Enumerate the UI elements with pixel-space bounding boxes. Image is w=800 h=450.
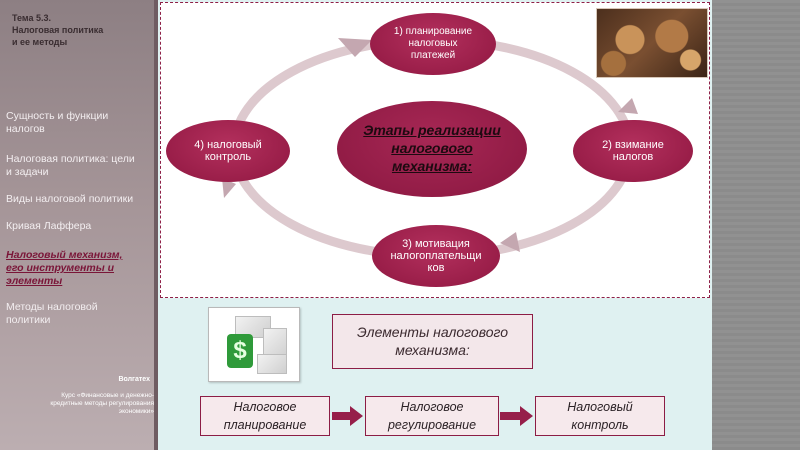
element-label: Налоговое [400, 400, 464, 414]
arrow-head-2 [618, 98, 638, 114]
elements-title-line: механизма: [395, 341, 470, 358]
right-margin [712, 0, 800, 450]
sidebar-item-laffer[interactable]: Кривая Лаффера [6, 220, 154, 233]
element-control: Налоговый контроль [535, 396, 665, 436]
sidebar-item-essence[interactable]: Сущность и функции налогов [6, 110, 154, 136]
nav-label: налогов [6, 123, 45, 135]
nav-label: Сущность и функции [6, 110, 109, 122]
element-label: контроль [571, 418, 629, 432]
topic-title: Тема 5.3. Налоговая политика и ее методы [12, 12, 103, 48]
element-label: Налоговое [233, 400, 297, 414]
cycle-center: Этапы реализации налогового механизма: [337, 101, 527, 197]
coins-photo [596, 8, 708, 78]
stage-planning: 1) планирование налоговых платежей [370, 13, 496, 75]
dollar-icon: $ [227, 334, 253, 368]
sidebar-item-policy-goals[interactable]: Налоговая политика: цели и задачи [6, 153, 154, 179]
nav-label: Кривая Лаффера [6, 220, 92, 232]
center-label: налогового [391, 140, 473, 156]
puzzle-piece [235, 316, 271, 338]
element-label: Налоговый [567, 400, 633, 414]
stage-label: налоговых [408, 38, 458, 49]
nav-label: его инструменты и [6, 262, 115, 274]
element-label: планирование [223, 418, 307, 432]
element-label: регулирование [387, 418, 477, 432]
elements-title-line: Элементы налогового [356, 323, 509, 340]
topic-line: Налоговая политика [12, 25, 104, 35]
nav-label: политики [6, 314, 51, 326]
sidebar-item-methods[interactable]: Методы налоговой политики [6, 301, 154, 327]
stage-label: 1) планирование [393, 26, 473, 37]
element-planning: Налоговое планирование [200, 396, 330, 436]
nav-label: элементы [6, 275, 63, 287]
footer-course-line: Курс «Финансовые и денежно- [61, 392, 154, 399]
stage-label: ков [427, 262, 445, 274]
footer-course: Курс «Финансовые и денежно- кредитные ме… [8, 392, 154, 416]
nav-label: Налоговая политика: цели [6, 153, 135, 165]
stage-label: 3) мотивация [402, 238, 470, 250]
nav-label: Налоговый механизм, [6, 249, 123, 261]
center-label: Этапы реализации [363, 122, 501, 138]
elements-title: Элементы налогового механизма: [332, 314, 533, 369]
topic-line: Тема 5.3. [12, 13, 51, 23]
sidebar: Тема 5.3. Налоговая политика и ее методы… [0, 0, 157, 450]
stage-label: 2) взимание [602, 139, 664, 151]
nav-label: Виды налоговой политики [6, 193, 134, 205]
footer-organization: Волгатех [118, 376, 150, 383]
stage-motivation: 3) мотивация налогоплательщи ков [372, 225, 500, 287]
arrow-head-4 [222, 178, 236, 198]
nav-label: Методы налоговой [6, 301, 98, 313]
center-label: механизма: [391, 158, 473, 174]
sidebar-item-policy-types[interactable]: Виды налоговой политики [6, 193, 154, 206]
arrow-head-3 [500, 232, 520, 252]
puzzle-piece [257, 354, 287, 374]
stage-label: налогов [612, 151, 654, 163]
arrow-head-1 [338, 38, 372, 57]
footer-course-line: экономики» [118, 408, 154, 415]
stage-collection: 2) взимание налогов [573, 120, 693, 182]
sidebar-item-tax-mechanism[interactable]: Налоговый механизм, его инструменты и эл… [6, 249, 154, 288]
nav-label: и задачи [6, 166, 49, 178]
stage-label: налогоплательщи [390, 250, 482, 262]
stage-label: 4) налоговый [194, 139, 262, 151]
arrow-right-icon [332, 406, 363, 426]
footer-course-line: кредитные методы регулирования [50, 400, 154, 407]
stage-control: 4) налоговый контроль [166, 120, 290, 182]
stage-label: платежей [410, 50, 456, 61]
element-regulation: Налоговое регулирование [365, 396, 499, 436]
topic-line: и ее методы [12, 37, 68, 47]
arrow-right-icon [500, 406, 533, 426]
dollar-puzzle-icon: $ [208, 307, 300, 382]
stage-label: контроль [204, 151, 252, 163]
sidebar-divider [154, 0, 158, 450]
